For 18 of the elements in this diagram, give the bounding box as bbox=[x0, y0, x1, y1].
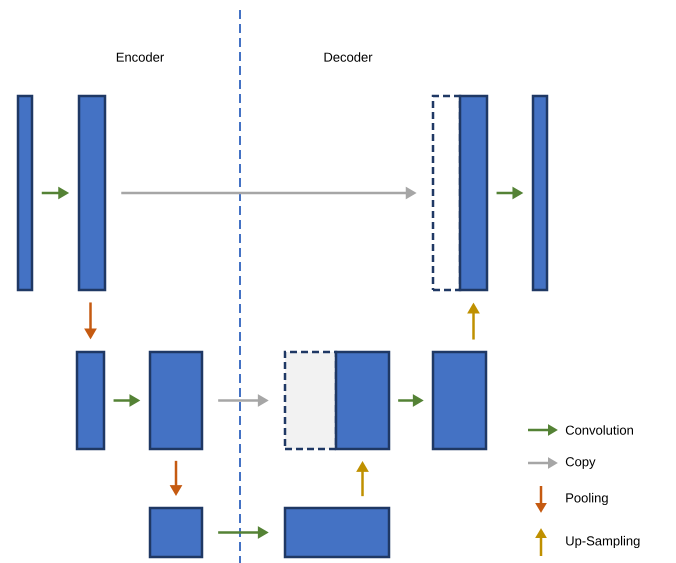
feature-map-box bbox=[76, 350, 106, 450]
feature-map-box bbox=[148, 506, 204, 558]
legend-label: Copy bbox=[566, 457, 596, 469]
dashed-box bbox=[284, 350, 338, 450]
legend-label: Up-Sampling bbox=[566, 536, 640, 548]
feature-map-box bbox=[458, 94, 488, 292]
feature-map-box bbox=[16, 94, 34, 292]
section-heading: Decoder bbox=[324, 52, 372, 62]
feature-map-box bbox=[334, 350, 390, 450]
feature-map-box bbox=[78, 94, 106, 292]
dashed-box bbox=[432, 94, 462, 292]
legend-label: Convolution bbox=[566, 425, 633, 435]
feature-map-box bbox=[284, 506, 390, 558]
feature-map-box bbox=[148, 350, 204, 450]
legend-label: Pooling bbox=[566, 492, 608, 506]
section-heading: Encoder bbox=[116, 52, 164, 62]
feature-map-box bbox=[432, 350, 488, 450]
feature-map-box bbox=[532, 94, 548, 292]
